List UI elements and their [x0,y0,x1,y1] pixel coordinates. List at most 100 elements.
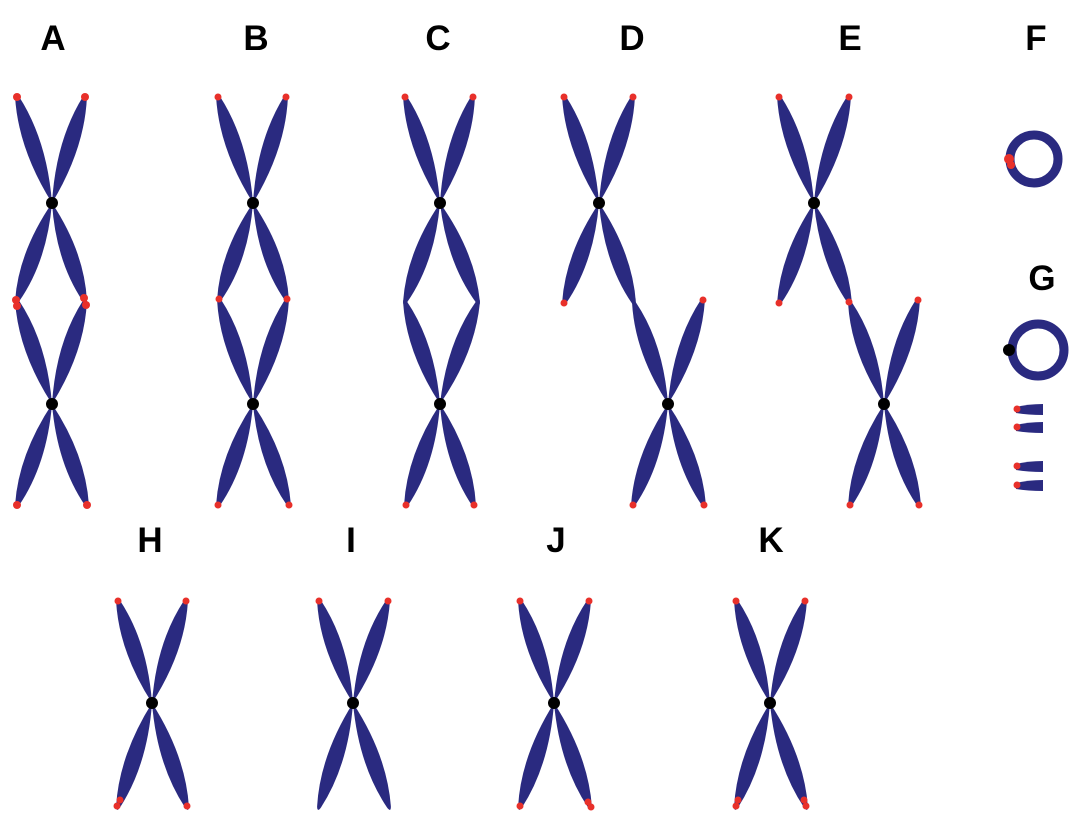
panel-label-i: I [346,521,356,560]
chromatid-arm [353,598,390,703]
chromatid-arm [152,703,189,810]
telomere-dot [1013,481,1021,489]
chromatid-arm [562,203,599,306]
telomere-dot [914,296,922,304]
chromatid-arm [562,94,599,203]
centromere-dot [548,697,560,709]
telomere-dot [13,501,21,509]
telomere-dot [114,597,122,605]
chromatid-arm [217,203,253,303]
telomere-dot [402,501,410,509]
telomere-dot [775,93,783,101]
telomere-dot [699,296,707,304]
chromatid-arm [554,703,592,810]
chromatid-arm [15,203,53,304]
telomere-dot [285,501,293,509]
chromatid-arm [52,404,89,508]
chromatid-arm [554,598,591,703]
telomere-dot [560,93,568,101]
centromere-dot [347,697,359,709]
acentric-fragment [1016,480,1043,491]
chromatid-arm [814,94,851,203]
telomere-dot [13,302,21,310]
chromatid-arm [403,299,440,404]
telomere-dot [1013,405,1021,413]
telomere-dot [83,501,91,509]
telomere-dot [802,802,810,810]
chromatid-arm [253,404,291,508]
panel-label-f: F [1025,19,1046,58]
centromere-dot [808,197,820,209]
chromatid-arm [777,94,814,203]
panel-label-j: J [546,521,565,560]
centromere-dot [247,398,259,410]
chromatid-arm [884,297,920,404]
chromatid-arm [317,598,353,703]
telomere-dot [401,93,409,101]
chromatid-arm [770,598,807,703]
chromatid-arm [317,703,353,810]
chromatid-arm [216,404,253,508]
chromatid-arm [15,404,52,508]
centromere-dot [146,697,158,709]
chromatid-arm [518,703,554,810]
telomere-dot [469,93,477,101]
chromatid-arm [253,94,288,203]
chromatid-arm [52,94,87,203]
telomere-dot [1007,161,1015,169]
telomere-dot [183,802,191,810]
telomere-dot [732,597,740,605]
telomere-dot [182,597,190,605]
chromatid-arm [116,598,152,703]
chromatid-arm [15,94,52,203]
telomere-dot [585,597,593,605]
chromatid-arm [734,703,770,810]
telomere-dot [1013,462,1021,470]
telomere-dot [384,597,392,605]
telomere-dot [1013,423,1021,431]
telomere-dot [315,597,323,605]
telomere-dot [845,93,853,101]
telomere-dot [560,299,568,307]
panel-label-e: E [838,19,861,58]
chromatid-arm [668,297,705,404]
panel-label-c: C [425,19,450,58]
chromatid-arm [440,404,476,508]
chromatid-arm [404,404,440,508]
chromatid-arm [631,404,668,508]
chromatid-arm [152,598,188,703]
telomere-dot [845,298,853,306]
chromatid-arm [253,203,289,303]
panel-label-d: D [619,19,644,58]
chromatid-arm [15,298,53,404]
acentric-fragment [1016,422,1043,433]
telomere-dot [282,93,290,101]
panel-label-g: G [1028,259,1055,298]
telomere-dot [470,501,478,509]
telomere-dot [734,796,742,804]
panel-label-k: K [758,521,783,560]
telomere-dot [215,295,223,303]
telomere-dot [214,501,222,509]
centromere-dot [46,398,58,410]
chromatid-arm [52,203,87,304]
telomere-dot [12,296,20,304]
panel-label-b: B [243,19,268,58]
centromere-dot [593,197,605,209]
acentric-fragment [1016,404,1043,415]
telomere-dot [629,501,637,509]
telomere-dot [116,796,124,804]
chromosome-shapes [12,93,1069,811]
telomere-dot [775,299,783,307]
chromatid-arm [52,298,87,404]
chromatid-arm [814,203,852,306]
centromere-dot [434,398,446,410]
chromatid-arm [403,203,440,305]
telomere-dot [82,301,90,309]
centromere-dot [878,398,890,410]
chromatid-arm [518,598,554,703]
ring-chromosome-g [1007,319,1069,381]
chromatid-arm [403,94,440,203]
chromatid-arm [668,404,706,508]
